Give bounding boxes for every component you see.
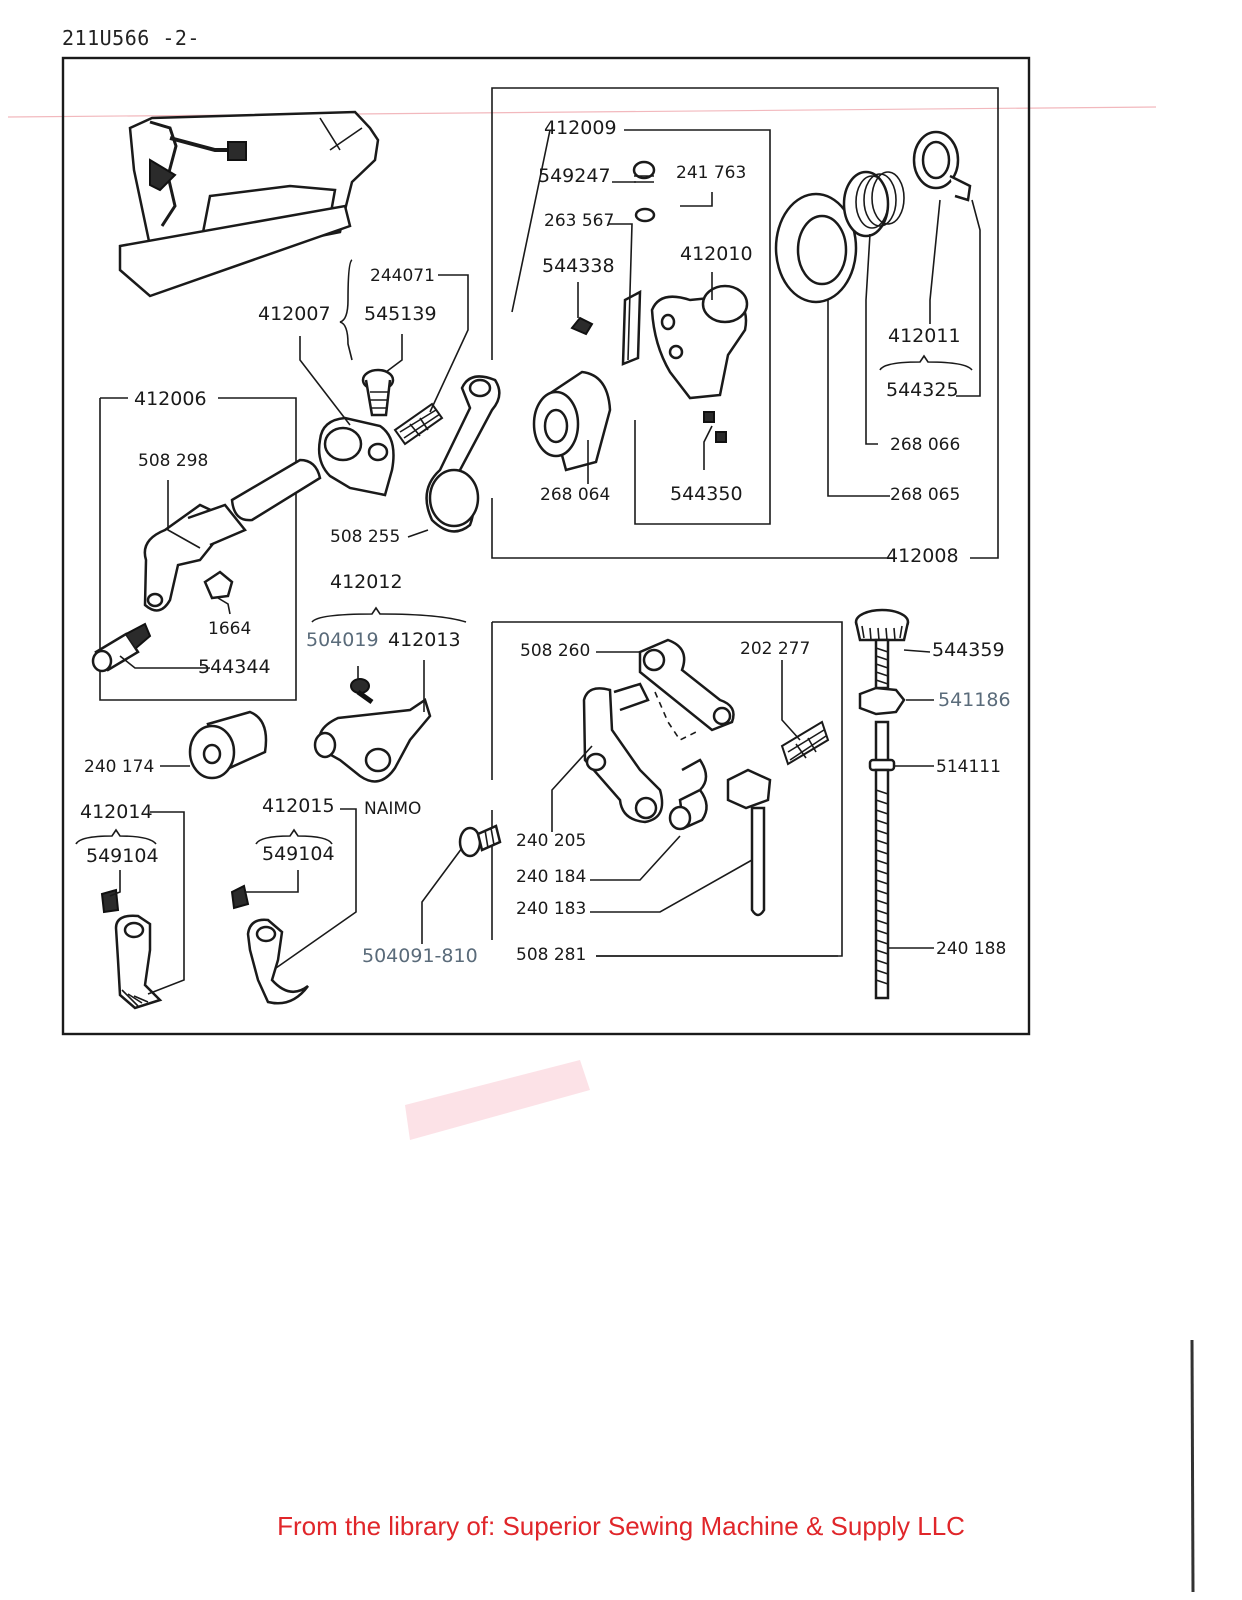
- label-549104-b: 549104: [262, 843, 335, 865]
- label-504019: 504019: [306, 629, 379, 651]
- label-544344: 544344: [198, 656, 271, 678]
- document-reference: 211U566 -2-: [62, 26, 200, 50]
- thumb-screw-544359: [854, 608, 910, 690]
- nut-1664: [203, 570, 234, 600]
- label-508298: 508 298: [138, 451, 208, 471]
- label-549247: 549247: [538, 165, 611, 187]
- presser-foot-412015: [230, 884, 310, 1005]
- label-541186: 541186: [938, 689, 1011, 711]
- library-footer: From the library of: Superior Sewing Mac…: [277, 1511, 965, 1541]
- label-412006: 412006: [134, 388, 207, 410]
- label-244071: 244071: [370, 266, 435, 286]
- outer-frame: [61, 56, 1031, 1036]
- rod-240183: [726, 768, 772, 917]
- group-box-412006: [99, 397, 297, 701]
- collar-544325: [912, 130, 972, 202]
- label-544359: 544359: [932, 639, 1005, 661]
- label-412013: 412013: [388, 629, 461, 651]
- screw-544350a: [703, 411, 715, 423]
- ring-268065: [774, 192, 858, 304]
- needle-guard-412012: [313, 698, 432, 783]
- plate-part: [621, 289, 642, 366]
- leader-lines: [75, 181, 981, 995]
- shaft-crank-508298: [143, 503, 248, 612]
- screw-545139: [361, 368, 395, 417]
- label-240188: 240 188: [936, 939, 1006, 959]
- label-240174: 240 174: [84, 757, 154, 777]
- label-545139: 545139: [364, 303, 437, 325]
- washer-263567: [634, 207, 656, 223]
- collar-514111: [868, 758, 896, 772]
- threaded-rod-240188: [868, 720, 896, 1000]
- stud-240184: [668, 758, 708, 831]
- scan-edge-mark: [1190, 1339, 1195, 1593]
- wick-202277: [780, 720, 830, 766]
- label-412008: 412008: [886, 545, 959, 567]
- label-412009: 412009: [544, 117, 617, 139]
- label-412012: 412012: [330, 571, 403, 593]
- label-549104-a: 549104: [86, 845, 159, 867]
- label-412014: 412014: [80, 801, 153, 823]
- label-240184: 240 184: [516, 867, 586, 887]
- label-268064: 268 064: [540, 485, 610, 505]
- nut-541186: [858, 686, 906, 716]
- eccentric-412007: [317, 416, 395, 497]
- screw-544344: [91, 622, 152, 673]
- sewing-machine-illustration: [118, 110, 380, 298]
- label-412007: 412007: [258, 303, 331, 325]
- label-263567: 263 567: [544, 211, 614, 231]
- scan-guide-line: [7, 106, 1157, 118]
- hook-268064: [532, 370, 612, 472]
- label-240183: 240 183: [516, 899, 586, 919]
- label-241763: 241 763: [676, 163, 746, 183]
- label-508255: 508 255: [330, 527, 400, 547]
- screw-544338: [570, 316, 594, 336]
- group-box-412009: [511, 129, 771, 525]
- screw-504019: [350, 678, 374, 705]
- dashed-guide: [654, 691, 701, 742]
- label-naimo: NAIMO: [364, 799, 421, 819]
- label-544350: 544350: [670, 483, 743, 505]
- label-514111: 514111: [936, 757, 1001, 777]
- label-544338: 544338: [542, 255, 615, 277]
- part-labels: 244071 412007 545139 412006 508 298 508 …: [80, 117, 1011, 967]
- label-202277: 202 277: [740, 639, 810, 659]
- scan-smudge: [405, 1060, 590, 1140]
- screw-544350b: [715, 431, 727, 443]
- label-412010: 412010: [680, 243, 753, 265]
- label-508281: 508 281: [516, 945, 586, 965]
- label-1664: 1664: [208, 619, 251, 639]
- label-508260: 508 260: [520, 641, 590, 661]
- screw-504091-810: [458, 824, 502, 858]
- lever-240205: [582, 682, 664, 824]
- label-412015: 412015: [262, 795, 335, 817]
- group-box-412008: [491, 87, 999, 559]
- spring-268066: [842, 170, 905, 238]
- label-240205: 240 205: [516, 831, 586, 851]
- label-268066: 268 066: [890, 435, 960, 455]
- screw-549247: [632, 160, 656, 183]
- bushing-240174: [188, 710, 268, 780]
- label-412011: 412011: [888, 325, 961, 347]
- sleeve-part: [230, 458, 322, 522]
- presser-foot-412014: [100, 888, 163, 1010]
- label-544325: 544325: [886, 379, 959, 401]
- link-508260: [638, 638, 735, 732]
- label-504091-810: 504091-810: [362, 945, 478, 967]
- label-268065: 268 065: [890, 485, 960, 505]
- hook-base-412010: [650, 284, 749, 400]
- connecting-rod-508255: [425, 375, 501, 533]
